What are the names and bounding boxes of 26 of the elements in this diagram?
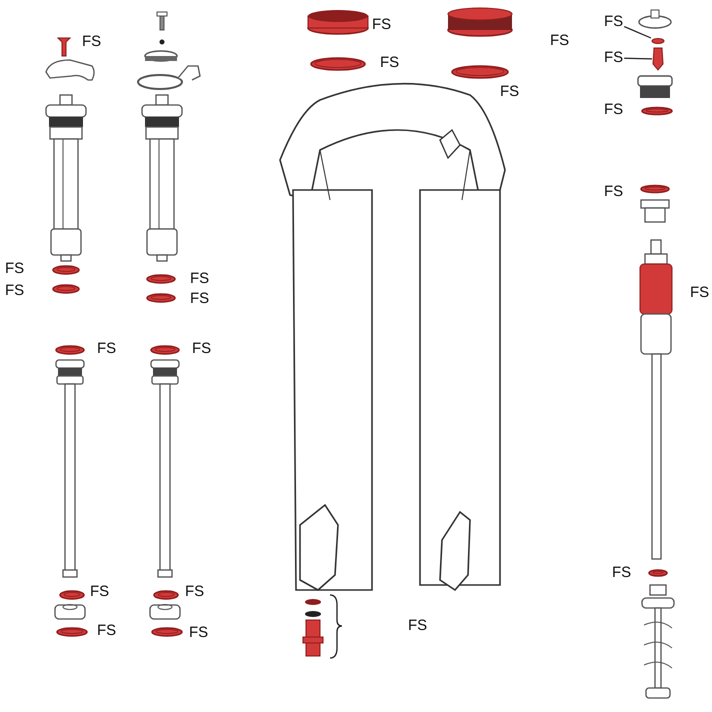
part-label: FS [5, 283, 24, 299]
part-label: FS [82, 34, 102, 50]
part-label: FS [604, 50, 624, 66]
part-label: FS [190, 271, 210, 287]
part-label: FS [550, 33, 570, 49]
part-label: FS [690, 285, 710, 301]
part-label: FS [97, 623, 116, 639]
part-label: FS [380, 55, 400, 71]
part-label: FS [90, 584, 110, 600]
part-label: FS [612, 565, 632, 581]
leader-line [624, 58, 652, 60]
part-label: FS [408, 618, 428, 634]
part-label: FS [604, 184, 624, 200]
part-label: FS [604, 102, 624, 118]
part-label: FS [189, 625, 208, 641]
valve-core [652, 48, 664, 71]
part-label: FS [185, 584, 204, 600]
part-label: FS [372, 17, 392, 33]
o-ring [652, 38, 664, 44]
part-label: FS [604, 14, 624, 30]
part-label: FS [500, 84, 520, 100]
part-label: FS [190, 291, 210, 307]
part-label: FS [192, 341, 212, 357]
part-label: FS [97, 341, 116, 357]
part-label: FS [5, 261, 24, 277]
leader-line [624, 26, 652, 39]
